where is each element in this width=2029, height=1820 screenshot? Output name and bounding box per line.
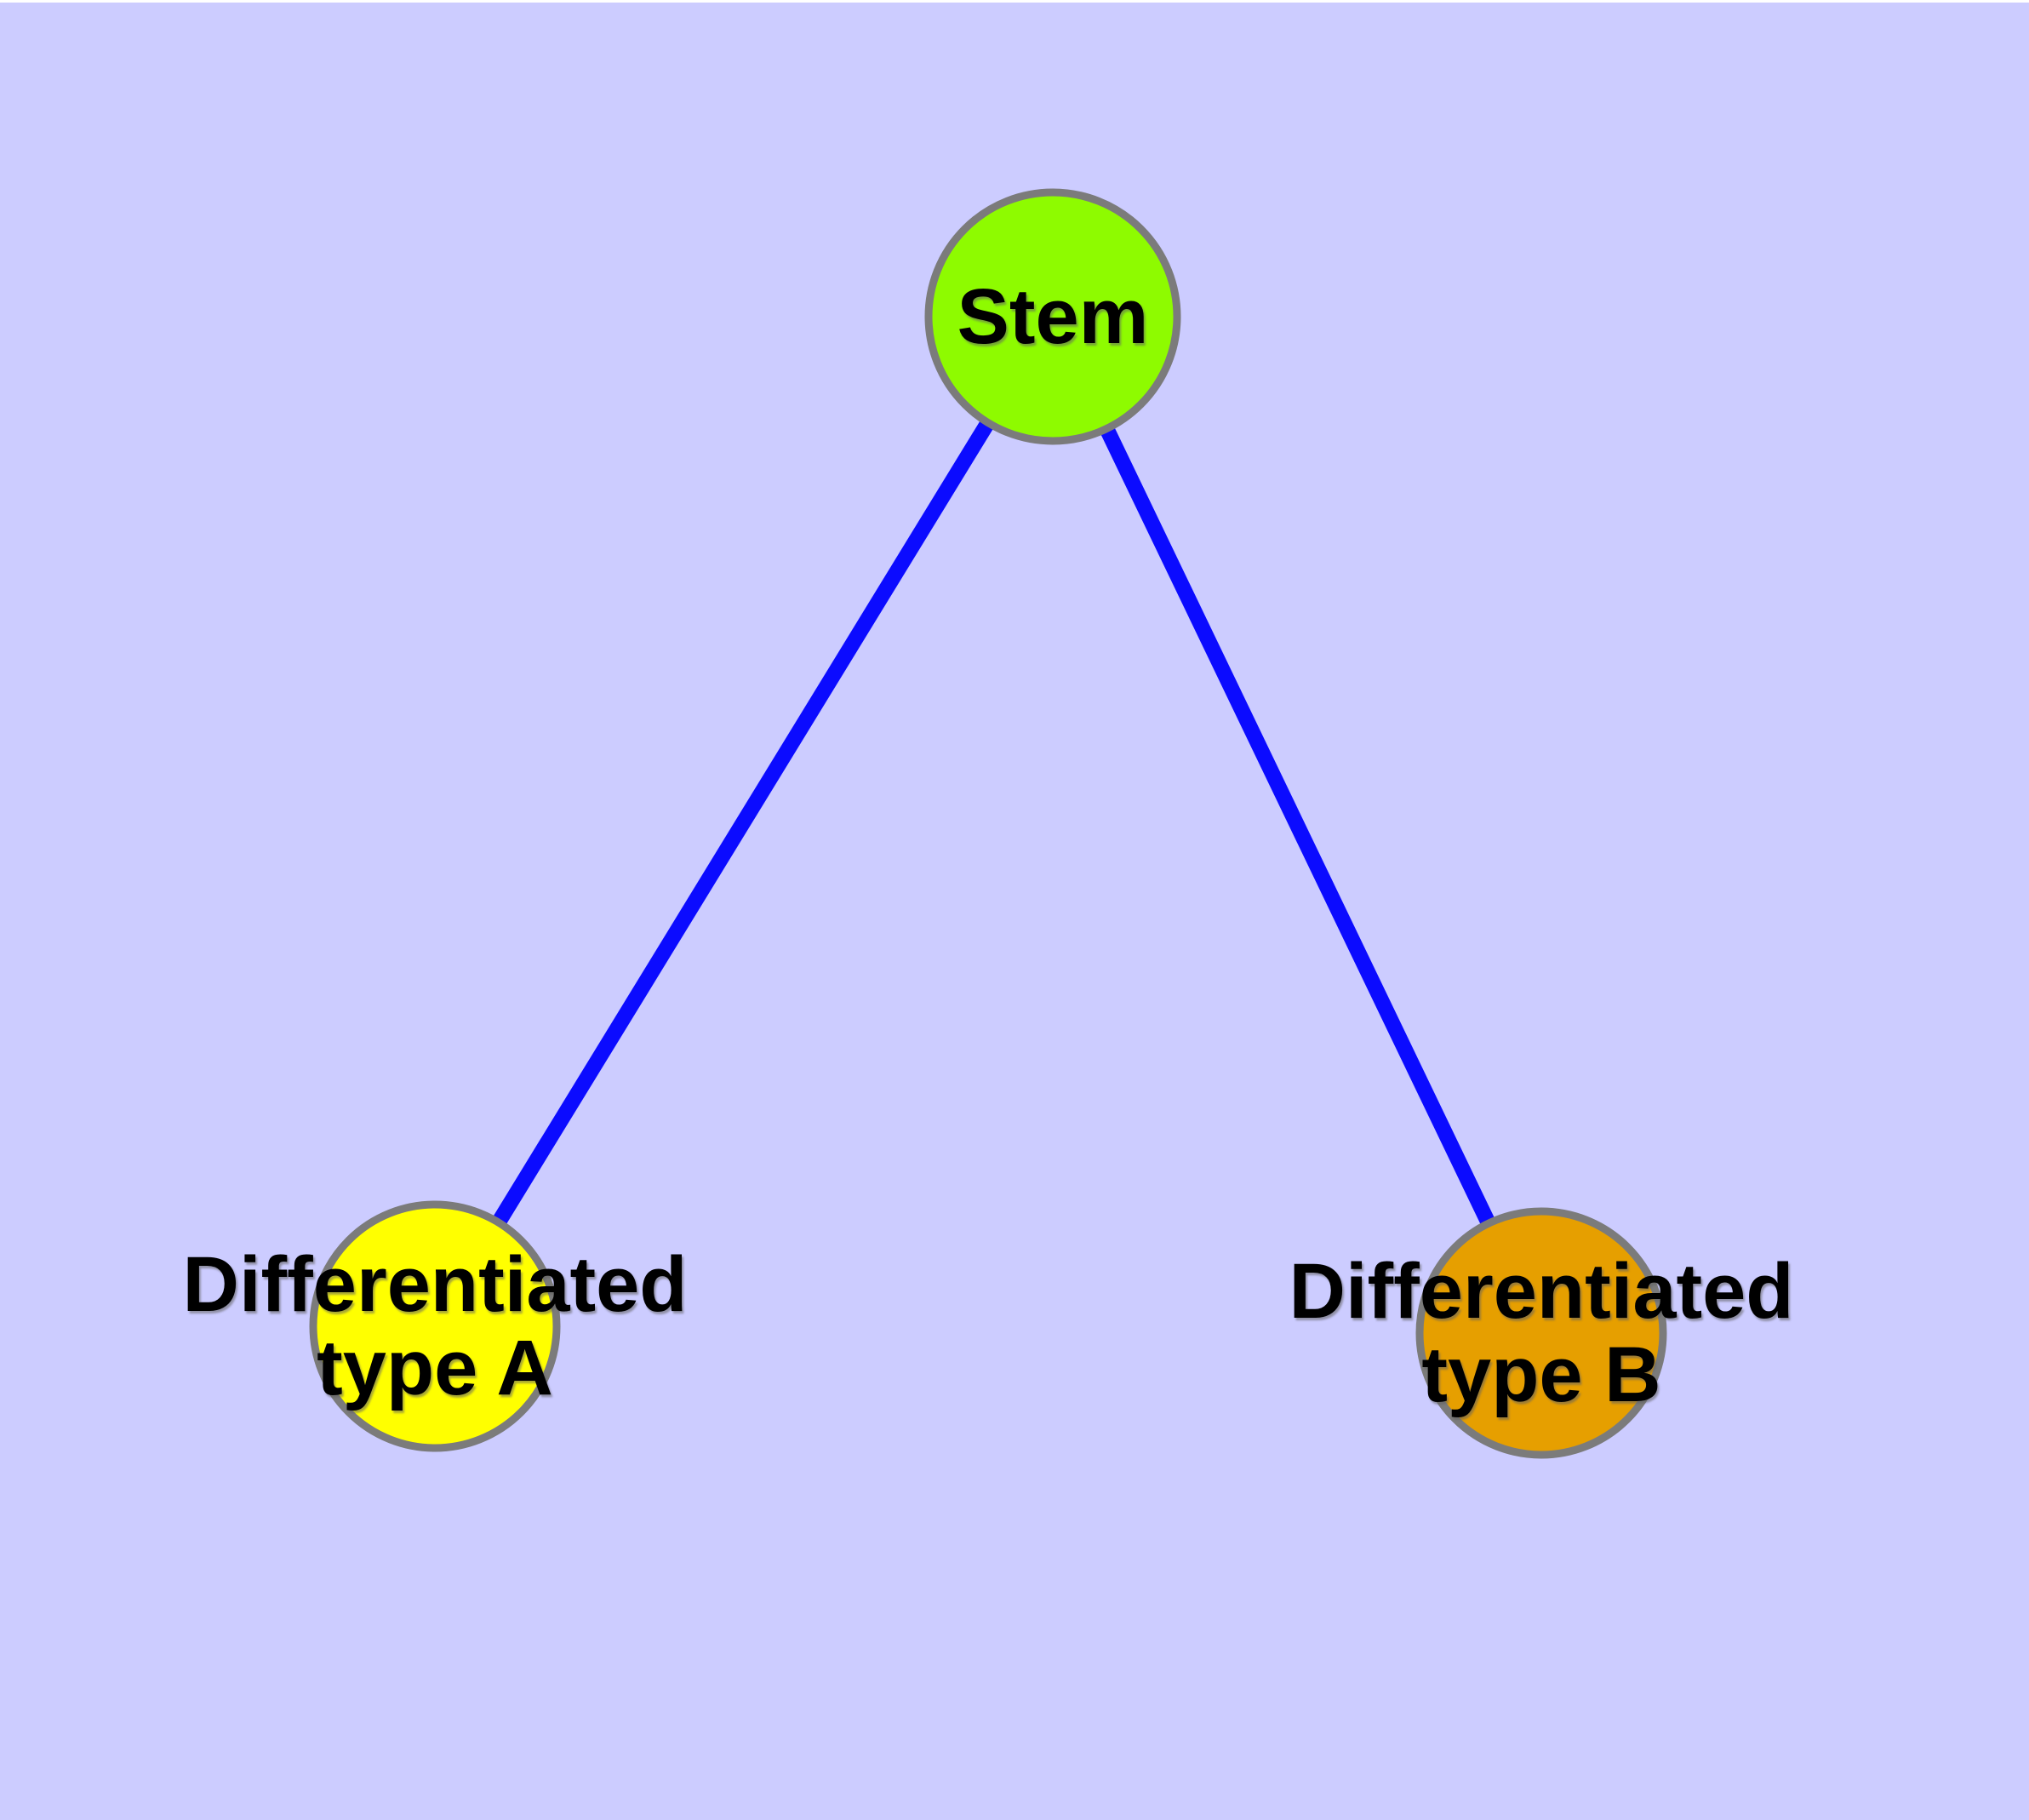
node-type-b-circle [1415, 1207, 1667, 1459]
edge-stem-to-type-b [1045, 313, 1549, 1336]
node-stem-label: Stem [957, 275, 1149, 358]
node-type-a-label: Differentiated type A [183, 1243, 688, 1410]
node-stem-circle [924, 188, 1181, 445]
edge-stem-to-type-a [428, 312, 1060, 1331]
node-type-b-label-line1: Differentiated [1289, 1248, 1794, 1335]
node-stem-label-text: Stem [957, 273, 1149, 360]
node-type-b-label-line2: type B [1421, 1331, 1661, 1418]
node-type-a-circle [309, 1200, 561, 1452]
node-type-b-label: Differentiated type B [1289, 1250, 1794, 1417]
node-type-a-label-line1: Differentiated [182, 1241, 688, 1328]
node-type-a-label-line2: type A [317, 1325, 553, 1411]
